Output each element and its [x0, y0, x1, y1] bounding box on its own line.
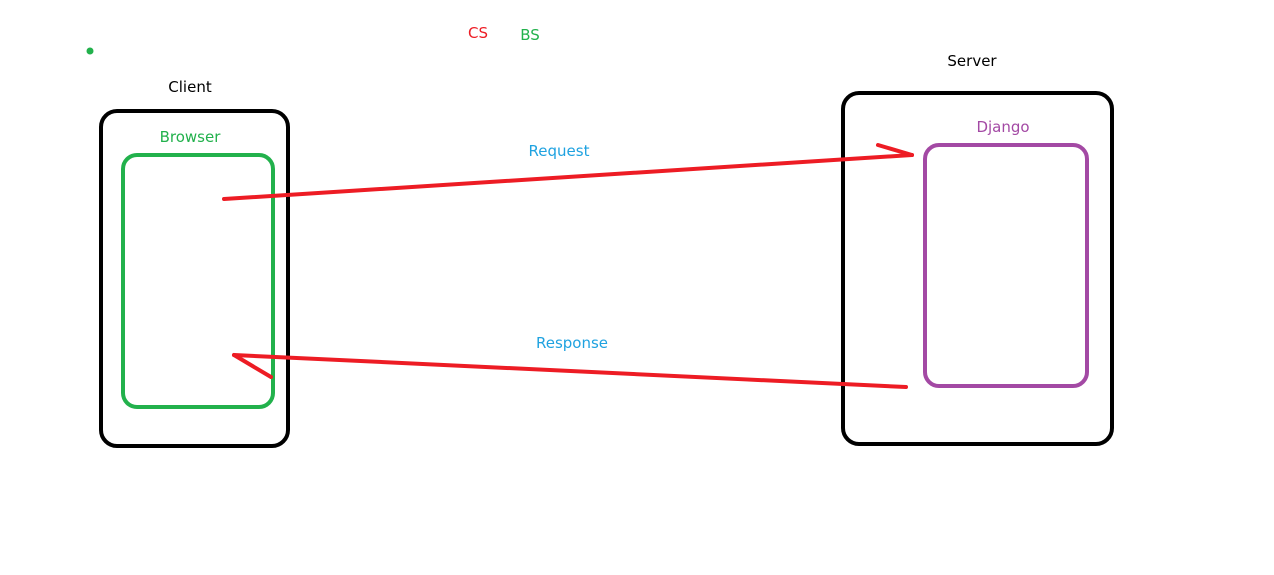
response-arrow — [232, 353, 908, 389]
cs-label: CS — [468, 24, 488, 42]
request-arrow — [222, 143, 914, 201]
browser-label: Browser — [159, 128, 221, 146]
django-label: Django — [976, 118, 1030, 136]
browser-box — [121, 153, 275, 409]
bs-label: BS — [520, 26, 540, 44]
client-box — [99, 109, 290, 448]
server-label: Server — [947, 52, 997, 70]
response-label: Response — [535, 334, 609, 352]
server-box — [841, 91, 1114, 446]
green-dot — [86, 47, 94, 55]
django-box — [923, 143, 1089, 388]
request-label: Request — [528, 142, 590, 160]
client-label: Client — [168, 78, 212, 96]
